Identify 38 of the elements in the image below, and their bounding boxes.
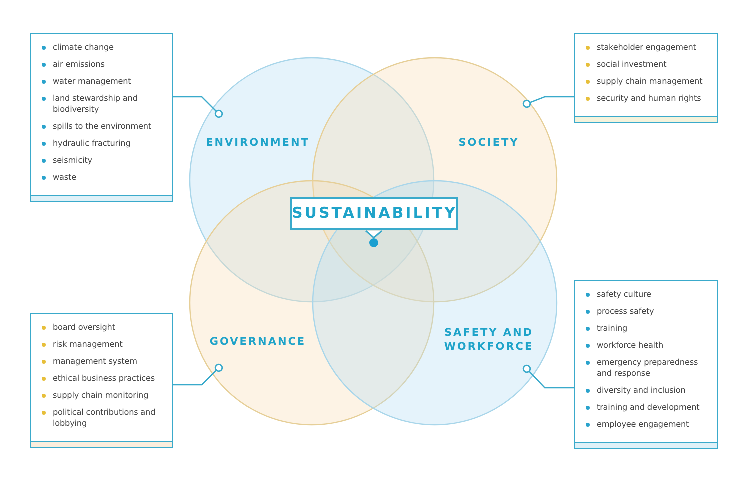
list-item: water management xyxy=(41,76,164,87)
list-item: land stewardship and biodiversity xyxy=(41,93,164,115)
list-item: emergency preparedness and response xyxy=(585,357,709,379)
list-panel xyxy=(574,33,718,123)
leader-line xyxy=(172,364,224,386)
list-panel xyxy=(30,33,173,202)
list-item: political contributions and lobbying xyxy=(41,407,164,429)
category-label: GOVERNANCE xyxy=(210,335,306,349)
leader-line xyxy=(522,364,575,389)
list-item: climate change xyxy=(41,42,164,53)
list-item: security and human rights xyxy=(585,93,709,104)
list-item: safety culture xyxy=(585,289,709,300)
list-item: waste xyxy=(41,172,164,183)
list-item: seismicity xyxy=(41,155,164,166)
list-item: ethical business practices xyxy=(41,373,164,384)
leader-line xyxy=(522,96,575,108)
list-item: stakeholder engagement xyxy=(585,42,709,53)
leader-line xyxy=(172,96,224,118)
list-panel xyxy=(30,313,173,448)
list-item: risk management xyxy=(41,339,164,350)
list-item: supply chain management xyxy=(585,76,709,87)
list-item: training and development xyxy=(585,402,709,413)
list-item: diversity and inclusion xyxy=(585,385,709,396)
list-item: hydraulic fracturing xyxy=(41,138,164,149)
list-item: supply chain monitoring xyxy=(41,390,164,401)
category-label: ENVIRONMENT xyxy=(206,136,310,150)
list-item: training xyxy=(585,323,709,334)
category-label: SOCIETY xyxy=(458,136,520,150)
list-panel xyxy=(574,280,718,449)
list-item: process safety xyxy=(585,306,709,317)
category-label: SAFETY AND WORKFORCE xyxy=(443,326,535,354)
list-item: social investment xyxy=(585,59,709,70)
list-item: employee engagement xyxy=(585,419,709,430)
list-item: management system xyxy=(41,356,164,367)
list-item: spills to the environment xyxy=(41,121,164,132)
list-item: air emissions xyxy=(41,59,164,70)
list-item: board oversight xyxy=(41,322,164,333)
list-item: workforce health xyxy=(585,340,709,351)
